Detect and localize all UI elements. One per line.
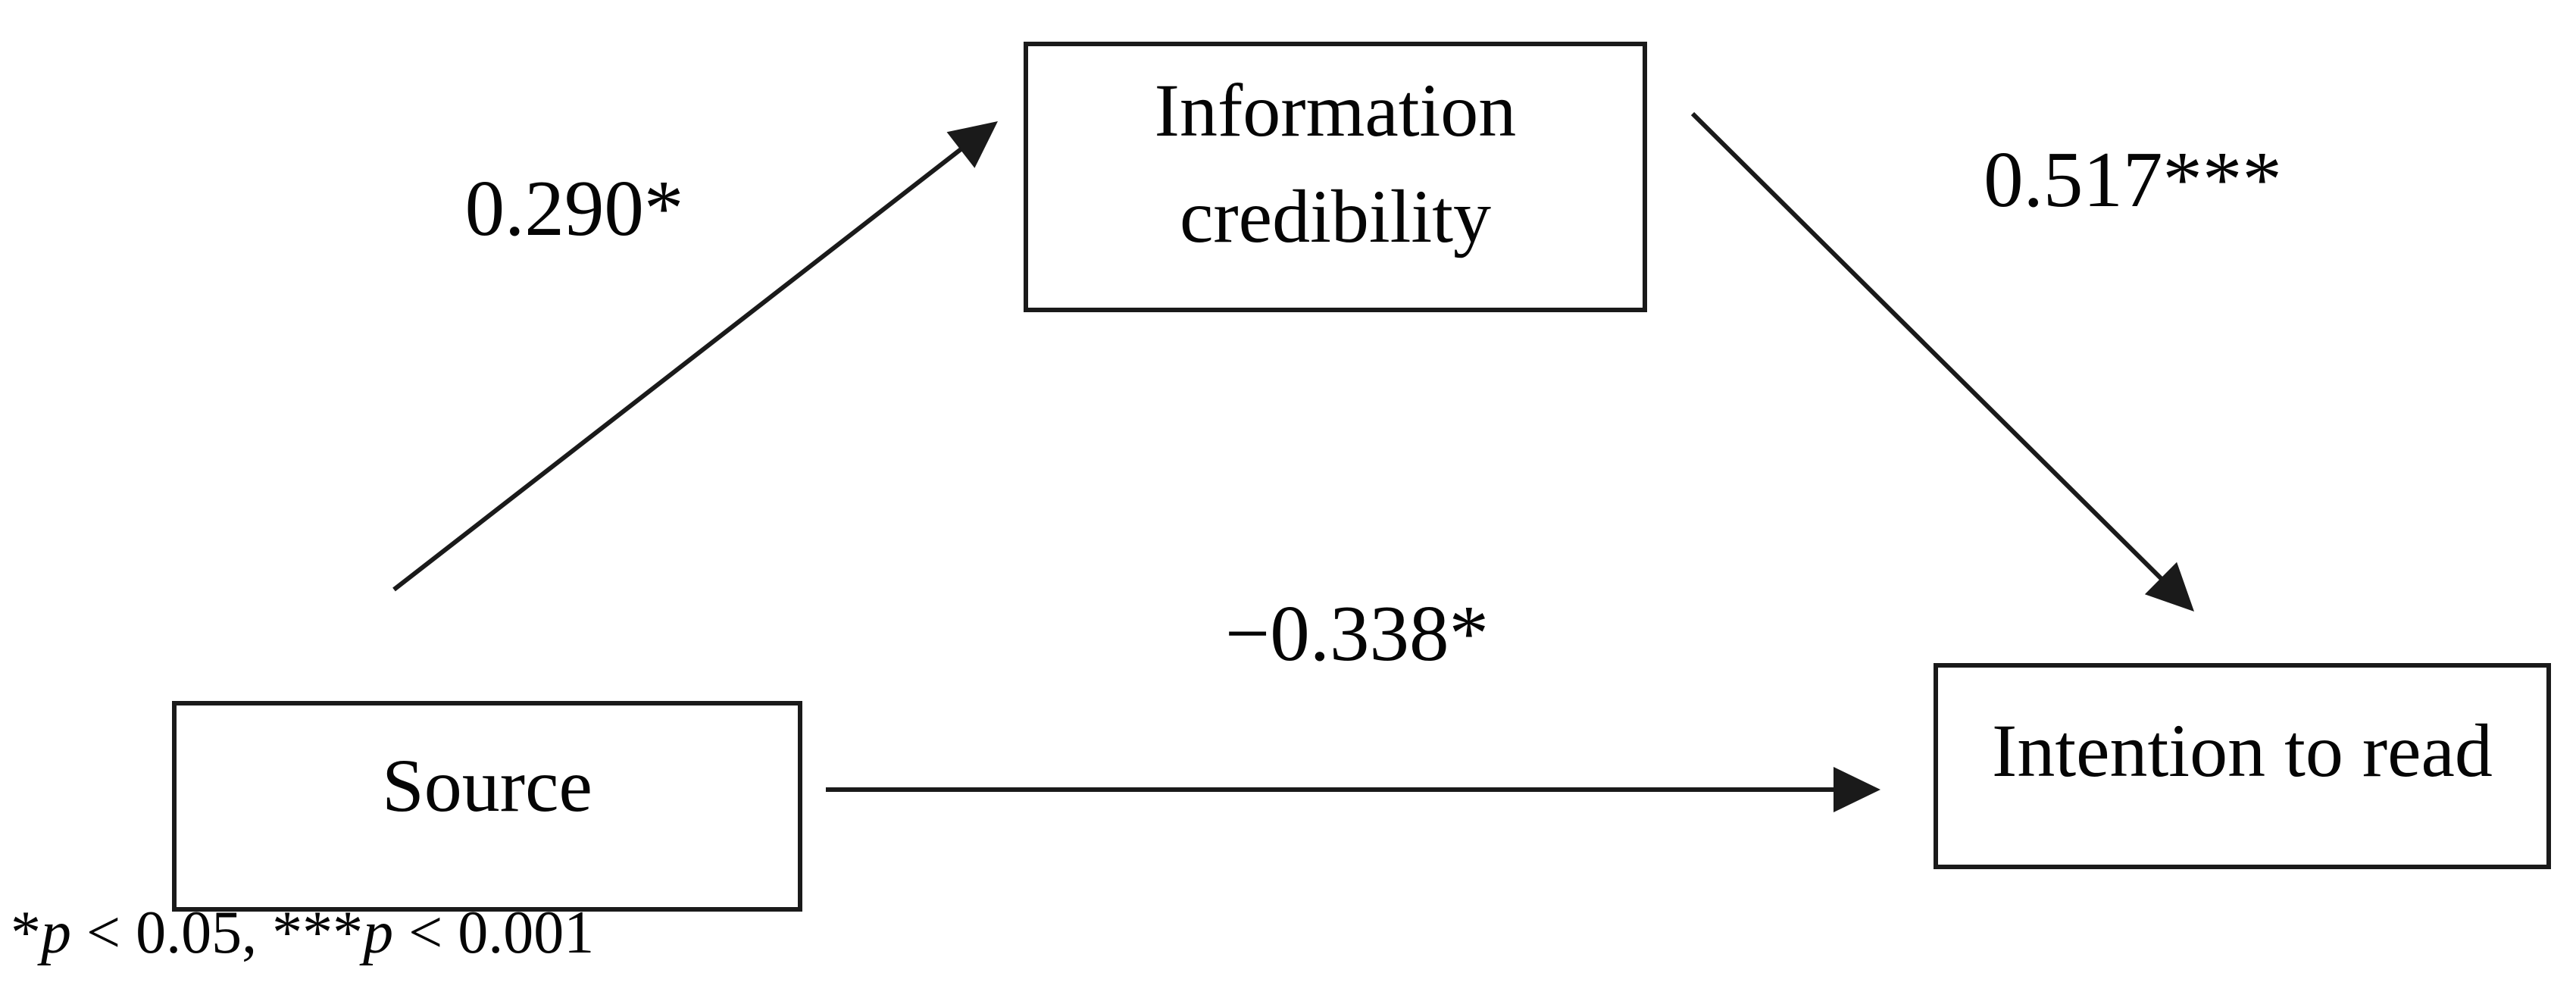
footnote-star2: *** <box>272 899 364 966</box>
path-b-line <box>1690 111 2166 583</box>
footnote-threshold2: < 0.001 <box>393 899 595 966</box>
node-information-credibility-label: Information credibility <box>1154 68 1517 258</box>
path-c-coefficient: −0.338* <box>1225 589 1489 677</box>
path-a-coefficient: 0.290* <box>464 164 684 252</box>
node-source: Source <box>172 701 802 912</box>
node-intention-to-read: Intention to read <box>1934 663 2551 869</box>
footnote-p2: p <box>363 899 394 966</box>
node-intention-to-read-label: Intention to read <box>1992 709 2493 793</box>
node-information-credibility: Information credibility <box>1024 42 1647 312</box>
footnote-threshold1: < 0.05, <box>71 899 273 966</box>
path-c-arrowhead <box>1834 767 1880 812</box>
footnote-p1: p <box>41 899 71 966</box>
footnote-star1: * <box>11 899 41 966</box>
significance-footnote: *p < 0.05, ***p < 0.001 <box>11 903 594 963</box>
path-a-line <box>392 145 965 592</box>
node-source-label: Source <box>382 743 592 827</box>
path-b-arrowhead <box>2144 562 2194 612</box>
path-b-coefficient: 0.517*** <box>1984 135 2282 224</box>
path-a-arrowhead <box>946 121 998 168</box>
